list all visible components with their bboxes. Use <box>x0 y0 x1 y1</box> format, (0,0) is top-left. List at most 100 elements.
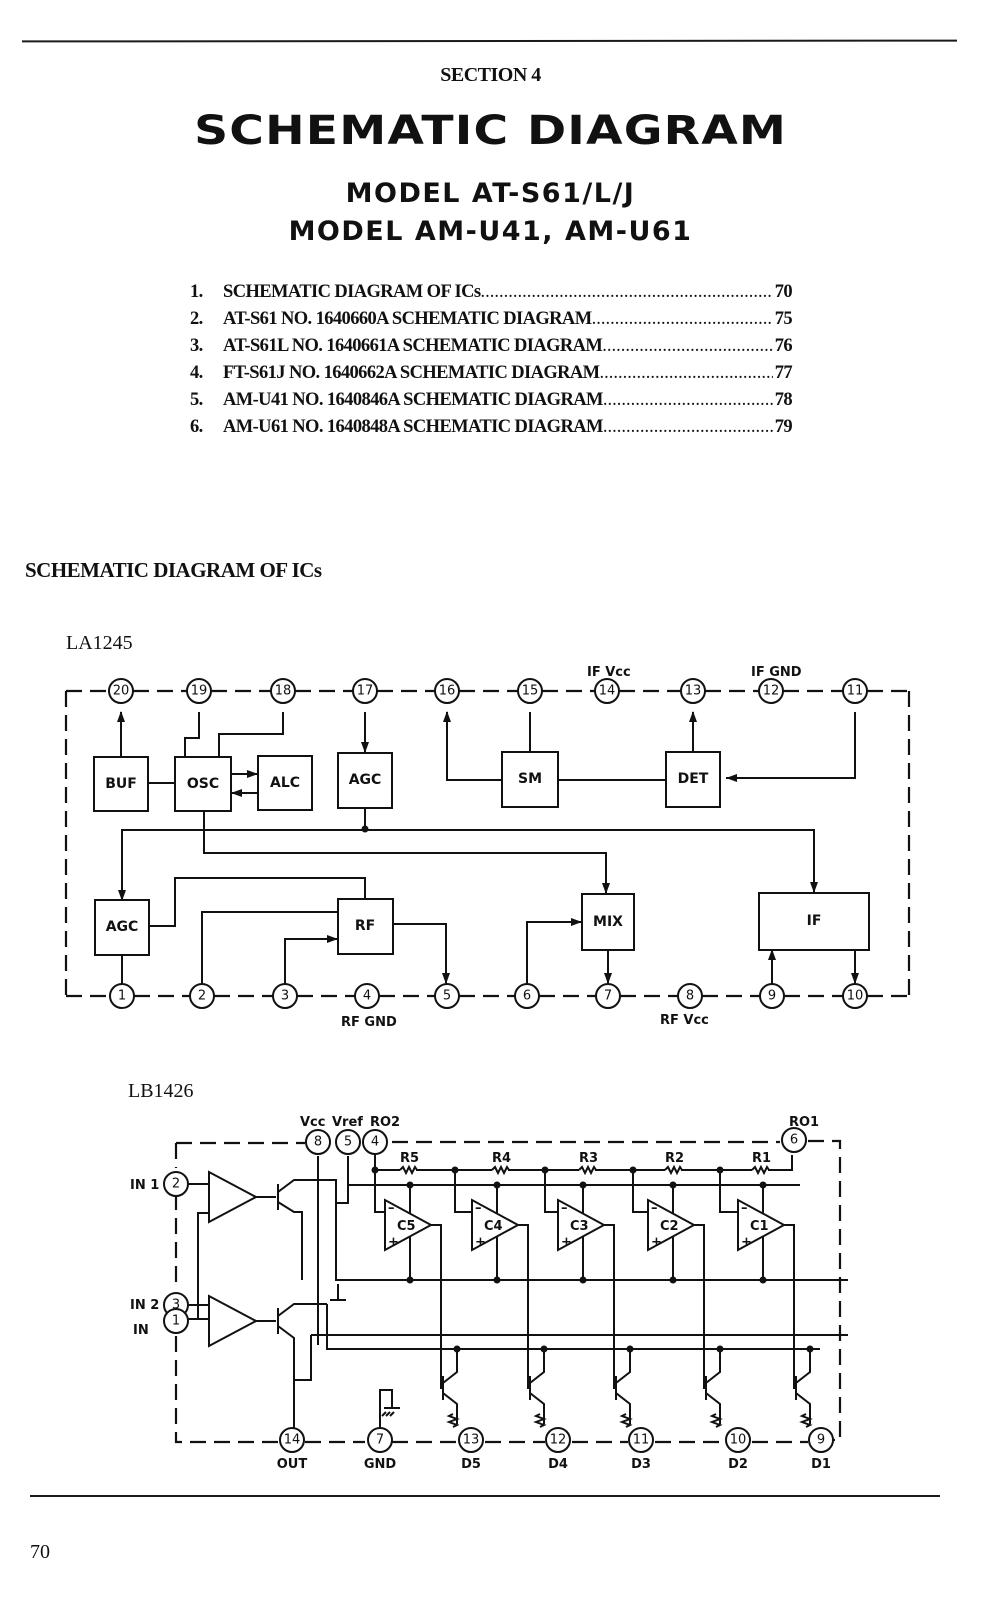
svg-text:–: – <box>651 1201 658 1216</box>
block-agc-bottom: AGC <box>94 899 150 956</box>
toc-entry-number: 4. <box>190 363 203 383</box>
svg-text:7: 7 <box>604 989 612 1004</box>
resistor-R5: R5 <box>399 1151 419 1176</box>
lb1426-pin-9: 9 <box>808 1427 834 1453</box>
svg-text:8: 8 <box>686 989 694 1004</box>
section-label: SECTION 4 <box>440 64 541 86</box>
svg-text:17: 17 <box>357 684 374 699</box>
svg-text:19: 19 <box>191 684 208 699</box>
svg-text:RF: RF <box>355 918 375 934</box>
block-rf: RF <box>337 898 394 955</box>
block-osc: OSC <box>174 756 232 812</box>
la1245-pin-15: 15 <box>517 678 543 704</box>
la1245-pin-20: 20 <box>108 678 134 704</box>
la1245-pin-12: 12 <box>758 678 784 704</box>
resistor-R4: R4 <box>491 1151 511 1176</box>
la1245-pin-9: 9 <box>759 983 785 1009</box>
svg-text:+: + <box>741 1235 752 1250</box>
lb1426-top-pin-label: Vcc <box>300 1115 325 1130</box>
lb1426-pin-2: 2 <box>163 1171 189 1197</box>
toc-entry-title: AT-S61 NO. 1640660A SCHEMATIC DIAGRAM <box>223 309 592 329</box>
toc-entry-title: AM-U41 NO. 1640846A SCHEMATIC DIAGRAM <box>223 390 603 410</box>
svg-text:6: 6 <box>790 1133 798 1148</box>
lb1426-pin-1: 1 <box>163 1308 189 1334</box>
svg-text:13: 13 <box>463 1433 480 1448</box>
svg-text:MIX: MIX <box>593 914 623 930</box>
toc-entry-page: 75 <box>774 309 793 329</box>
toc-entry[interactable]: 6.AM-U61 NO. 1640848A SCHEMATIC DIAGRAM7… <box>190 417 793 444</box>
svg-text:4: 4 <box>371 1135 379 1150</box>
bottom-rule <box>30 1495 940 1497</box>
svg-text:9: 9 <box>817 1433 825 1448</box>
lb1426-bottom-pin-label: D5 <box>461 1457 481 1472</box>
lb1426-pin-4: 4 <box>362 1129 388 1155</box>
lb1426-bottom-pin-label: D4 <box>548 1457 568 1472</box>
toc-entry-title: AT-S61L NO. 1640661A SCHEMATIC DIAGRAM <box>223 336 603 356</box>
toc-entry[interactable]: 5.AM-U41 NO. 1640846A SCHEMATIC DIAGRAM7… <box>190 390 793 417</box>
svg-text:5: 5 <box>344 1135 352 1150</box>
pin-label-if-vcc: IF Vcc <box>587 665 631 680</box>
pin-label-rf-gnd: RF GND <box>341 1015 397 1030</box>
svg-text:SM: SM <box>518 771 542 787</box>
svg-text:C4: C4 <box>484 1219 503 1234</box>
la1245-pin-6: 6 <box>514 983 540 1009</box>
block-if: IF <box>758 892 870 951</box>
lb1426-pin-12: 12 <box>545 1427 571 1453</box>
svg-text:+: + <box>475 1235 486 1250</box>
lb1426-bottom-pin-label: D3 <box>631 1457 651 1472</box>
toc-entry-number: 2. <box>190 309 203 329</box>
svg-text:–: – <box>741 1201 748 1216</box>
toc-entry-title: SCHEMATIC DIAGRAM OF ICs <box>223 282 481 302</box>
lb1426-input-label: IN <box>133 1323 149 1338</box>
la1245-pin-16: 16 <box>434 678 460 704</box>
la1245-pin-10: 10 <box>842 983 868 1009</box>
toc-entry[interactable]: 4. FT-S61J NO. 1640662A SCHEMATIC DIAGRAM… <box>190 363 793 390</box>
svg-text:AGC: AGC <box>106 919 139 935</box>
comparator-C3: C3–+ <box>541 1166 616 1389</box>
block-agc-top: AGC <box>337 752 393 809</box>
toc-entry-title: FT-S61J NO. 1640662A SCHEMATIC DIAGRAM <box>223 363 600 383</box>
resistor-R2: R2 <box>664 1151 684 1176</box>
la1245-pin-17: 17 <box>352 678 378 704</box>
svg-text:4: 4 <box>363 989 371 1004</box>
block-sm: SM <box>501 751 559 808</box>
lb1426-pin-10: 10 <box>725 1427 751 1453</box>
toc-entry-page: 79 <box>774 417 793 437</box>
block-buf: BUF <box>93 756 149 812</box>
svg-text:7: 7 <box>376 1433 384 1448</box>
toc-entry[interactable]: 2. AT-S61 NO. 1640660A SCHEMATIC DIAGRAM 7… <box>190 309 793 336</box>
lb1426-pin-7: 7 <box>367 1427 393 1453</box>
la1245-package-outline <box>64 689 911 996</box>
toc-entry[interactable]: 3.AT-S61L NO. 1640661A SCHEMATIC DIAGRAM… <box>190 336 793 363</box>
page-number: 70 <box>30 1541 50 1563</box>
la1245-pin-8: 8 <box>677 983 703 1009</box>
output-transistor <box>442 1345 461 1428</box>
svg-text:BUF: BUF <box>105 776 137 792</box>
output-transistor <box>529 1345 548 1428</box>
svg-text:C2: C2 <box>660 1219 679 1234</box>
svg-text:C3: C3 <box>570 1219 589 1234</box>
lb1426-top-pin-label: RO1 <box>789 1115 819 1130</box>
svg-text:10: 10 <box>847 989 864 1004</box>
la1245-pin-18: 18 <box>270 678 296 704</box>
svg-text:R4: R4 <box>492 1151 511 1166</box>
lb1426-bottom-pin-label: D2 <box>728 1457 748 1472</box>
svg-text:R5: R5 <box>400 1151 419 1166</box>
ics-section-heading: SCHEMATIC DIAGRAM OF ICs <box>25 558 322 582</box>
lb1426-bottom-pin-label: D1 <box>811 1457 831 1472</box>
resistor-R1: R1 <box>751 1151 771 1176</box>
svg-text:R2: R2 <box>665 1151 684 1166</box>
la1245-pin-3: 3 <box>272 983 298 1009</box>
page-title: SCHEMATIC DIAGRAM <box>194 108 788 154</box>
svg-text:1: 1 <box>118 989 126 1004</box>
svg-text:DET: DET <box>678 771 709 787</box>
lb1426-top-pin-label: RO2 <box>370 1115 400 1130</box>
pin-label-rf-vcc: RF Vcc <box>660 1013 709 1028</box>
la1245-pin-4: 4 <box>354 983 380 1009</box>
svg-text:2: 2 <box>172 1177 180 1192</box>
svg-text:6: 6 <box>523 989 531 1004</box>
la1245-pin-14: 14 <box>594 678 620 704</box>
toc-entry-page: 78 <box>774 390 793 410</box>
toc-entry[interactable]: 1.SCHEMATIC DIAGRAM OF ICs70 <box>190 282 793 309</box>
la1245-pin-19: 19 <box>186 678 212 704</box>
